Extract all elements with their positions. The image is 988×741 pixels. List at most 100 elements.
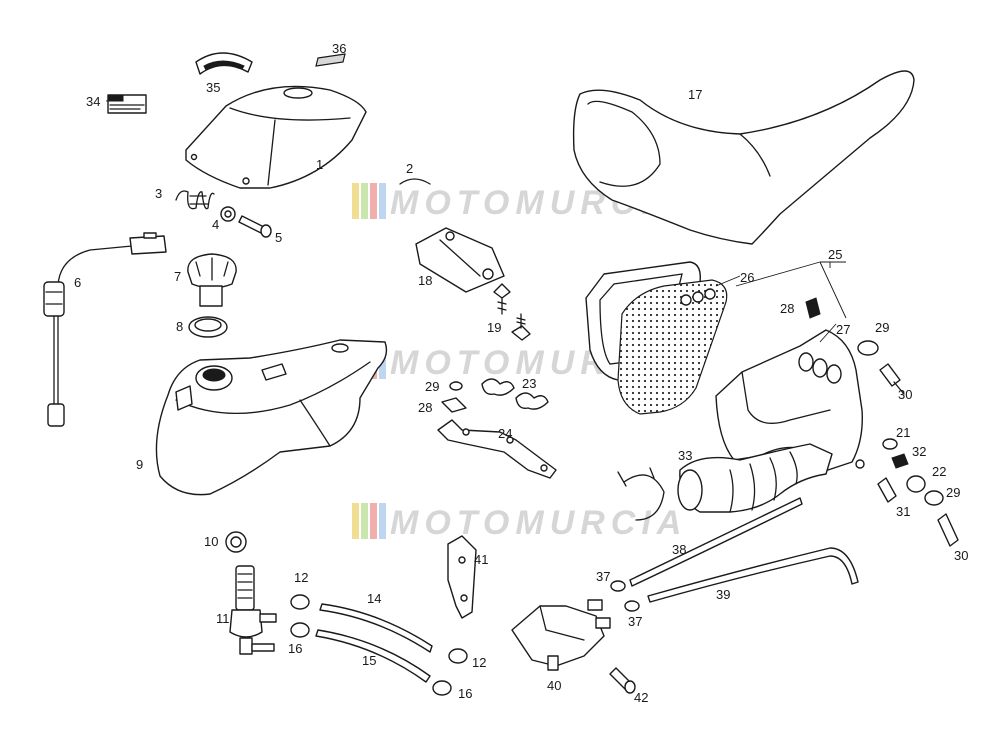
callout-40: 40 xyxy=(547,678,561,693)
bracket-24-hole xyxy=(540,464,548,472)
callout-numbers: 1 2 3 4 5 6 7 8 9 10 11 12 12 14 15 16 1… xyxy=(74,41,968,705)
screw-part-19b-thread xyxy=(516,313,526,329)
fuel-tap-part-11 xyxy=(235,565,255,611)
bolt-part-30 xyxy=(879,363,901,387)
bracket-hole xyxy=(445,231,455,241)
vent-hose-part-38 xyxy=(629,497,803,587)
airbox-edge xyxy=(741,371,831,424)
vent-hose-part-39 xyxy=(647,547,859,603)
callout-37a: 37 xyxy=(596,569,610,584)
callout-38: 38 xyxy=(672,542,686,557)
watermark-stripe xyxy=(379,503,386,539)
filter-element-part-26 xyxy=(617,279,728,415)
pin-part-5-head xyxy=(260,224,272,238)
hose-clamp-part-12b xyxy=(448,648,468,664)
watermark-stripe xyxy=(352,183,359,219)
bracket-41-hole xyxy=(458,556,466,564)
washer-part-21 xyxy=(882,438,898,450)
grommet-part-29 xyxy=(857,340,879,356)
bracket-24-hole xyxy=(506,436,514,444)
callout-22: 22 xyxy=(932,464,946,479)
callout-2: 2 xyxy=(406,161,413,176)
callout-26: 26 xyxy=(740,270,754,285)
callout-5: 5 xyxy=(275,230,282,245)
watermark-stripe xyxy=(379,183,386,219)
callout-25: 25 xyxy=(828,247,842,262)
bolt-part-30-shaft xyxy=(893,381,905,395)
intake-hose-mouth xyxy=(677,469,703,511)
grommet-part-29b xyxy=(924,490,944,506)
fuel-tank-filler-opening xyxy=(202,368,226,382)
hose-clamp-part-37b xyxy=(624,600,640,612)
callout-8: 8 xyxy=(176,319,183,334)
sender-connector-latch xyxy=(143,232,157,239)
callout-11: 11 xyxy=(216,611,230,626)
screw-part-19 xyxy=(493,283,511,299)
callout-33: 33 xyxy=(678,448,692,463)
hose-part-15 xyxy=(315,629,431,683)
callout-12a: 12 xyxy=(294,570,308,585)
seat-edge xyxy=(739,133,771,177)
fuel-cap-grips xyxy=(195,257,229,281)
bracket-part-24 xyxy=(437,419,557,479)
bracket-41-hole xyxy=(460,594,468,602)
valve-edge xyxy=(539,605,585,641)
bracket-part-41 xyxy=(447,535,477,619)
fuel-tank-edge xyxy=(299,399,331,447)
watermark-bottom: MOTOMURCIA xyxy=(352,503,687,542)
spring-part-3-coils xyxy=(189,195,209,205)
rubber-part-22 xyxy=(906,475,926,493)
filter-hole xyxy=(680,294,692,306)
decal-part-35-print xyxy=(203,60,245,71)
callout-12b: 12 xyxy=(472,655,486,670)
watermark-text: MOTOMURCIA xyxy=(390,504,687,542)
gasket-part-8-inner xyxy=(194,318,222,332)
fuel-cap-neck xyxy=(199,285,223,307)
airbox-port xyxy=(826,364,842,384)
screw-part-19-thread xyxy=(497,297,507,315)
callout-36: 36 xyxy=(332,41,346,56)
callout-28b: 28 xyxy=(418,400,432,415)
callout-18: 18 xyxy=(418,273,432,288)
wing-nut-part-23 xyxy=(481,378,515,396)
leader-lines xyxy=(106,100,847,343)
sender-wire-part-6 xyxy=(57,245,133,286)
valve-port xyxy=(587,599,603,611)
bolt-part-31 xyxy=(877,477,897,503)
nut-part-32 xyxy=(891,453,909,469)
callout-29a: 29 xyxy=(425,379,439,394)
fuel-tank-edge xyxy=(175,361,371,415)
airbox-port xyxy=(798,352,814,372)
bolt-part-42-head xyxy=(624,680,636,694)
intake-hose-ribs xyxy=(729,451,798,513)
callout-39: 39 xyxy=(716,587,730,602)
spring-part-3 xyxy=(175,190,215,210)
nut-part-28 xyxy=(441,397,467,413)
callout-1: 1 xyxy=(316,157,323,172)
callout-17: 17 xyxy=(688,87,702,102)
fuel-tap-lever xyxy=(239,637,253,655)
clamp-part-10-inner xyxy=(230,536,242,548)
fuel-tap-body xyxy=(229,609,263,638)
watermark-stripe xyxy=(370,503,377,539)
hose-clamp-part-37 xyxy=(610,580,626,592)
callout-9: 9 xyxy=(136,457,143,472)
callout-31: 31 xyxy=(896,504,910,519)
tank-cover-screw-hole xyxy=(190,153,198,161)
tank-cover-cap-opening xyxy=(283,87,313,99)
fuel-tank-tab xyxy=(261,363,287,381)
hose-clamp-part-16 xyxy=(290,622,310,638)
hose-clamp-part-16b xyxy=(432,680,452,696)
watermark-stripe xyxy=(361,503,368,539)
fuel-tank-mount-hole xyxy=(331,343,349,353)
fuel-tap-filter xyxy=(237,573,253,599)
callout-16a: 16 xyxy=(288,641,302,656)
callout-29c: 29 xyxy=(946,485,960,500)
filter-hole xyxy=(692,291,704,303)
callout-41: 41 xyxy=(474,552,488,567)
valve-part-40 xyxy=(511,605,605,667)
sender-tip-part-6 xyxy=(47,403,65,427)
callout-3: 3 xyxy=(155,186,162,201)
wing-nut-part-23b xyxy=(515,392,549,410)
